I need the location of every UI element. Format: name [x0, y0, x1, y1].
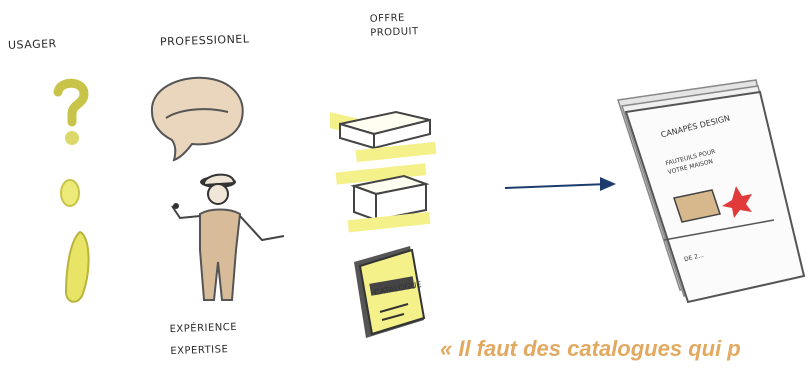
- circle-mark-icon: [60, 179, 80, 207]
- experience-line1: EXPÉRIENCE: [169, 321, 238, 336]
- quote-text: « Il faut des catalogues qui p: [440, 336, 741, 361]
- product-box-2-icon: [335, 163, 431, 233]
- professional-figure-icon: [171, 173, 285, 301]
- experience-line2: EXPERTISE: [170, 344, 229, 358]
- speech-bubble-icon: [150, 76, 244, 162]
- question-mark-icon: [53, 78, 89, 145]
- magazine-icon: [617, 79, 806, 304]
- exclamation-mark-icon: [64, 230, 90, 303]
- catalogue-icon: [354, 246, 426, 338]
- experience-label: EXPÉRIENCE EXPERTISE: [169, 317, 238, 363]
- product-box-1-icon: [330, 110, 437, 163]
- arrow-icon: [504, 177, 616, 191]
